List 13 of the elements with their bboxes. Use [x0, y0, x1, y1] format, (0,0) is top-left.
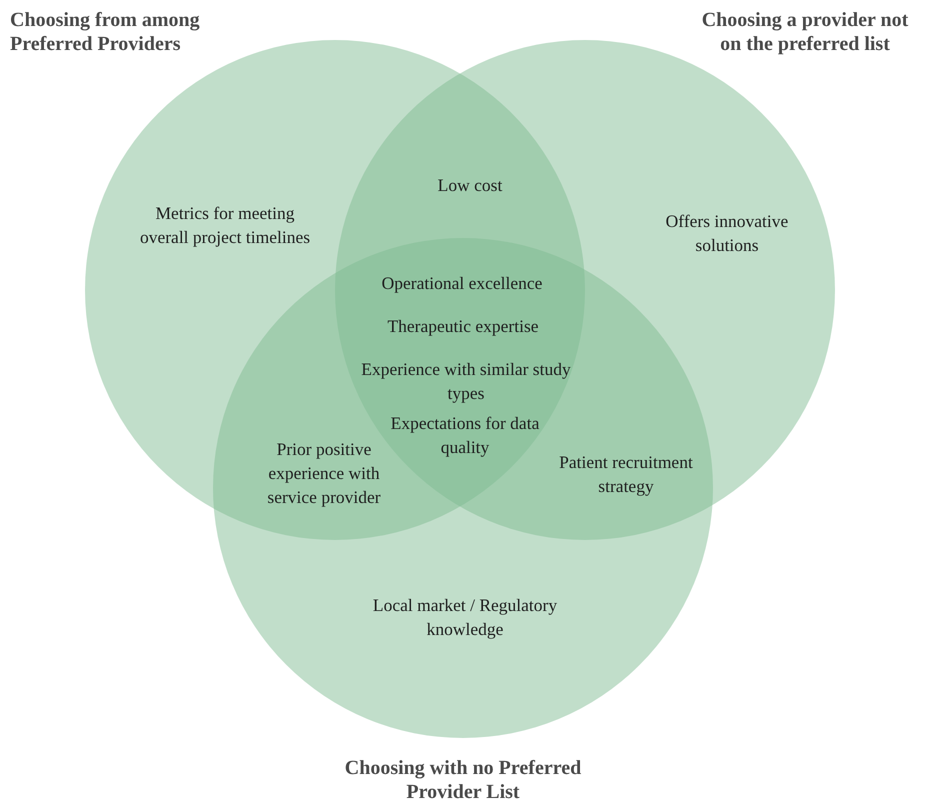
region-label: Experience with similar study types — [360, 358, 572, 405]
region-label: Prior positive experience with service provider — [266, 438, 382, 509]
circle-heading: Choosing a provider not on the preferred list — [700, 8, 910, 56]
region-label: Patient recruitment strategy — [558, 451, 694, 498]
region-label: Operational excellence — [380, 272, 544, 295]
circle-heading: Choosing with no Preferred Provider List — [344, 756, 582, 804]
circle-heading: Choosing from among Preferred Providers — [10, 8, 201, 56]
region-label: Therapeutic expertise — [386, 315, 540, 338]
region-label: Offers innovative solutions — [664, 210, 790, 257]
region-label: Metrics for meeting overall project timelines — [138, 202, 312, 249]
region-label: Expectations for data quality — [390, 412, 540, 459]
region-label: Low cost — [436, 174, 504, 197]
region-label: Local market / Regulatory knowledge — [372, 594, 558, 641]
